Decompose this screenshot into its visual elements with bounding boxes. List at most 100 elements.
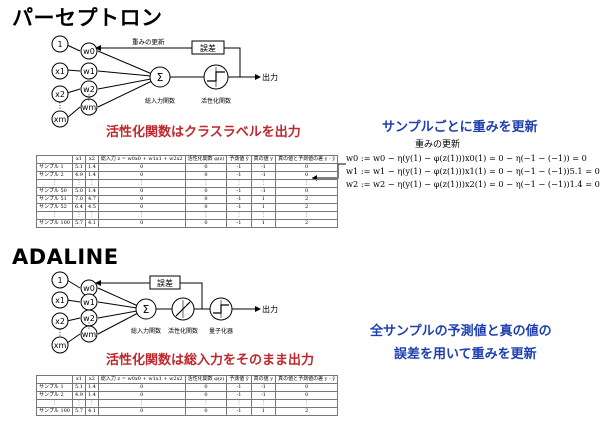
table-cell: 1.4 [84,391,99,400]
input-label-x2: x2 [55,90,65,99]
weight-sum-connectors [97,50,153,108]
table-cell: 4.5 [84,203,99,212]
table-cell: ⋮ [71,399,86,408]
perceptron-caption: 活性化関数はクラスラベルを出力 [106,125,301,140]
table-header-cell: 活性化関数 φ(z) [184,375,228,384]
table-cell: 0 [97,391,186,400]
table-cell: 0 [97,407,186,416]
equation-w2: w2 := w2 − η(y(1) − φ(z(1)))x2(1) = 0 − … [346,179,600,189]
table-cell: 0 [184,383,228,392]
table-cell: 4.9 [71,391,86,400]
weight-sum-connectors [97,287,139,335]
table-cell: ⋮ [84,399,99,408]
perceptron-title: パーセプトロン [12,6,163,30]
table-cell: 1.4 [84,187,99,196]
table-cell: サンプル 50 [36,187,73,196]
adaline-diagram: 1 x1 x2 ⋮ xm w0 w1 w2 ⋮ wm Σ 出力 誤差 総入力関数… [51,271,278,354]
table-cell: 5.1 [71,163,86,172]
weight-node-wm [80,98,98,116]
weight-label-wm: wm [82,330,97,339]
weight-label-w1: w1 [83,67,95,76]
table-cell: 4.7 [84,195,99,204]
table-cell: 1 [250,195,277,204]
table-cell: ⋮ [275,179,339,188]
table-cell: 1.4 [84,383,99,392]
net-input-label: 総入力関数 [131,327,161,335]
weight-node-w0 [80,42,98,60]
table-row: ⋮⋮⋮⋮⋮⋮⋮⋮ [36,211,339,220]
input-node-x2 [51,312,69,330]
table-cell: ⋮ [226,399,252,408]
adaline-annotation-line1: 全サンプルの予測値と真の値の [370,324,552,339]
weight-node-wm [80,325,98,343]
table-header-cell: 予測値 ŷ [226,155,252,164]
table-cell: 0 [97,195,186,204]
perceptron-annotation: サンプルごとに重みを更新 [382,120,538,135]
input-weight-connectors [66,279,81,344]
table-cell: -1 [250,391,277,400]
adaline-title: ADALINE [12,245,119,269]
table-cell: 4.1 [84,407,99,416]
adaline-annotation-line2: 誤差を用いて重みを更新 [394,347,537,362]
perceptron-table: x1 x2 総入力 z = w0x0 + w1x1 + w2x2 活性化関数 φ… [36,155,339,228]
output-label: 出力 [262,304,278,314]
output-label: 出力 [262,72,278,82]
table-cell: サンプル 100 [36,407,73,416]
table-cell: サンプル 1 [36,163,73,172]
table-cell: サンプル 2 [36,391,73,400]
table-header-cell: x2 [84,375,99,384]
equation-w0: w0 := w0 − η(y(1) − φ(z(1)))x0(1) = 0 − … [346,153,587,163]
input-label-ellipsis: ⋮ [56,328,64,337]
table-cell: ⋮ [226,179,252,188]
table-header-cell: x1 [71,155,86,164]
net-input-label: 総入力関数 [145,97,175,105]
input-label-xm: xm [54,115,67,124]
table-cell: ⋮ [226,211,252,220]
table-cell: -1 [226,383,252,392]
table-header-row: x1 x2 総入力 z = w0x0 + w1x1 + w2x2 活性化関数 φ… [36,375,339,384]
input-label-xm: xm [54,341,67,350]
table-cell: サンプル 100 [36,219,73,228]
table-cell: ⋮ [97,211,186,220]
weight-label-ellipsis: ⋮ [85,321,93,330]
table-cell: 0 [184,219,228,228]
table-cell: 0 [97,383,186,392]
input-node-xm [51,336,69,354]
table-cell: ⋮ [71,179,86,188]
sum-symbol: Σ [157,71,164,84]
table-cell: -1 [250,187,277,196]
activation-label: 活性化関数 [168,327,198,335]
table-cell: -1 [226,203,252,212]
table-cell: 5.7 [71,407,86,416]
table-cell: 0 [275,383,339,392]
input-label-ellipsis: ⋮ [56,101,64,110]
table-header-cell [36,155,73,164]
input-label-1: 1 [57,276,62,285]
weight-label-ellipsis: ⋮ [85,93,93,102]
weight-label-w2: w2 [83,85,95,94]
weight-label-w0: w0 [83,47,95,56]
table-cell: 0 [275,163,339,172]
table-header-cell: 真の値と予測値の差 y - ŷ [275,375,339,384]
table-cell: ⋮ [184,399,228,408]
table-cell: 2 [275,203,339,212]
table-header-cell: 真の値 y [250,155,277,164]
table-cell: ⋮ [97,399,186,408]
table-cell: 1.4 [84,163,99,172]
table-cell: ⋮ [250,179,277,188]
table-cell: ⋮ [36,211,73,220]
table-cell: -1 [226,391,252,400]
input-weight-connectors [66,44,81,119]
table-header-row: x1 x2 総入力 z = w0x0 + w1x1 + w2x2 活性化関数 φ… [36,155,339,164]
weight-label-w0: w0 [83,284,95,293]
table-cell: 2 [275,219,339,228]
weight-label-wm: wm [82,103,97,112]
table-cell: 0 [97,187,186,196]
table-header-cell [36,375,73,384]
